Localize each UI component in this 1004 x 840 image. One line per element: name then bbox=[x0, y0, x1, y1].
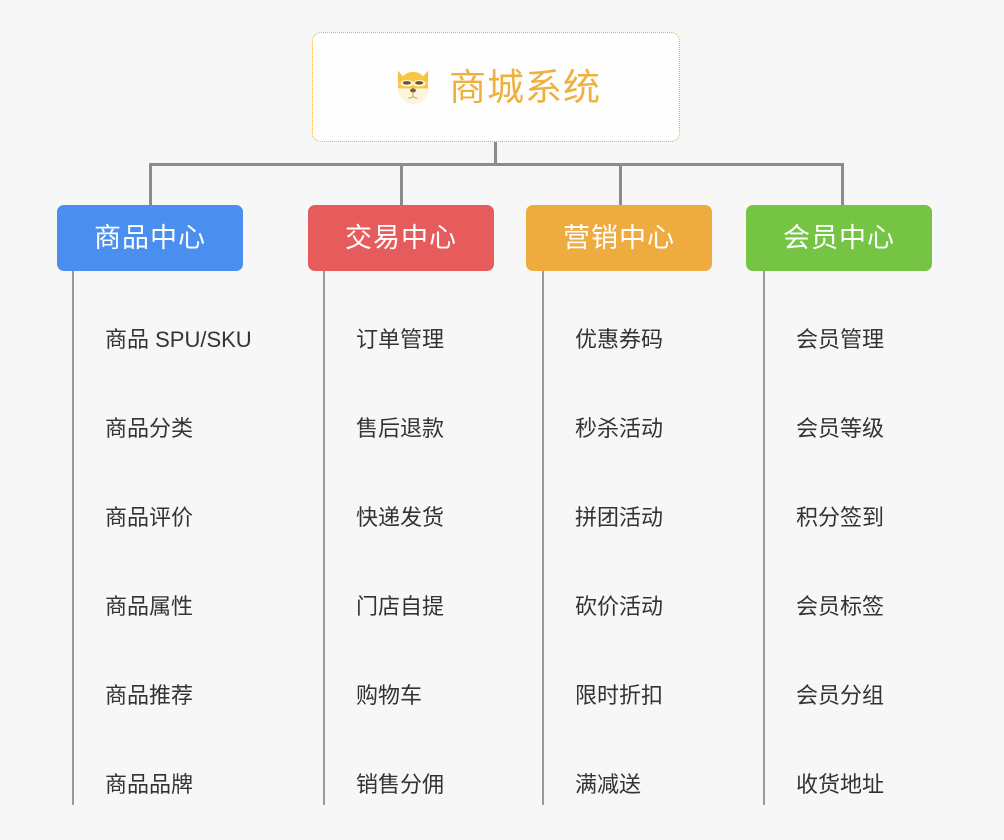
branch-label: 会员中心 bbox=[783, 222, 895, 253]
leaf-item[interactable]: 会员管理 bbox=[763, 271, 915, 360]
branch-label: 商品中心 bbox=[94, 222, 206, 253]
connector-drop-2 bbox=[400, 163, 403, 205]
leaf-item[interactable]: 售后退款 bbox=[323, 360, 478, 449]
root-title: 商城系统 bbox=[449, 66, 601, 108]
leaf-item[interactable]: 销售分佣 bbox=[323, 716, 478, 805]
leaf-label: 会员管理 bbox=[796, 327, 885, 352]
leaf-item[interactable]: 收货地址 bbox=[763, 716, 915, 805]
connector-drop-3 bbox=[619, 163, 622, 205]
leaf-item[interactable]: 限时折扣 bbox=[542, 627, 695, 716]
branch-label: 交易中心 bbox=[345, 222, 457, 253]
leaf-item[interactable]: 会员分组 bbox=[763, 627, 915, 716]
leaf-label: 会员分组 bbox=[796, 683, 885, 708]
leaf-item[interactable]: 商品 SPU/SKU bbox=[72, 271, 279, 360]
leaf-label: 秒杀活动 bbox=[575, 416, 664, 441]
leaf-label: 收货地址 bbox=[796, 772, 885, 797]
branch-node-product-center[interactable]: 商品中心 bbox=[57, 205, 243, 271]
connector-drop-4 bbox=[841, 163, 844, 205]
connector-drop-1 bbox=[149, 163, 152, 205]
leaf-trunk bbox=[542, 271, 544, 805]
leaf-label: 满减送 bbox=[575, 772, 642, 797]
branch-label: 营销中心 bbox=[563, 222, 675, 253]
leaf-item[interactable]: 商品品牌 bbox=[72, 716, 232, 805]
leaf-label: 门店自提 bbox=[356, 594, 445, 619]
leaf-item[interactable]: 商品分类 bbox=[72, 360, 232, 449]
leaf-label: 销售分佣 bbox=[356, 772, 445, 797]
branch-node-member-center[interactable]: 会员中心 bbox=[746, 205, 932, 271]
leaf-column-marketing-center: 优惠券码 秒杀活动 拼团活动 砍价活动 限时折扣 满减送 bbox=[542, 271, 695, 805]
leaf-label: 砍价活动 bbox=[575, 594, 664, 619]
leaf-label: 优惠券码 bbox=[575, 327, 664, 352]
leaf-item[interactable]: 积分签到 bbox=[763, 449, 915, 538]
leaf-item[interactable]: 拼团活动 bbox=[542, 449, 695, 538]
leaf-item[interactable]: 订单管理 bbox=[323, 271, 478, 360]
leaf-label: 限时折扣 bbox=[575, 683, 664, 708]
leaf-item[interactable]: 会员等级 bbox=[763, 360, 915, 449]
leaf-column-trade-center: 订单管理 售后退款 快递发货 门店自提 购物车 销售分佣 bbox=[323, 271, 478, 805]
leaf-item[interactable]: 优惠券码 bbox=[542, 271, 695, 360]
leaf-item[interactable]: 商品推荐 bbox=[72, 627, 232, 716]
leaf-trunk bbox=[72, 271, 74, 805]
leaf-label: 售后退款 bbox=[356, 416, 445, 441]
leaf-item[interactable]: 满减送 bbox=[542, 716, 673, 805]
leaf-item[interactable]: 会员标签 bbox=[763, 538, 915, 627]
leaf-item[interactable]: 快递发货 bbox=[323, 449, 478, 538]
leaf-label: 会员等级 bbox=[796, 416, 885, 441]
root-node[interactable]: 商城系统 bbox=[312, 32, 680, 142]
leaf-item[interactable]: 门店自提 bbox=[323, 538, 478, 627]
leaf-item[interactable]: 商品属性 bbox=[72, 538, 232, 627]
leaf-label: 订单管理 bbox=[356, 327, 445, 352]
leaf-item[interactable]: 商品评价 bbox=[72, 449, 232, 538]
leaf-label: 会员标签 bbox=[796, 594, 885, 619]
leaf-label: 商品品牌 bbox=[105, 772, 194, 797]
leaf-item[interactable]: 砍价活动 bbox=[542, 538, 695, 627]
leaf-trunk bbox=[763, 271, 765, 805]
leaf-item[interactable]: 秒杀活动 bbox=[542, 360, 695, 449]
leaf-item[interactable]: 购物车 bbox=[323, 627, 456, 716]
connector-root-stem bbox=[494, 142, 497, 166]
leaf-column-product-center: 商品 SPU/SKU 商品分类 商品评价 商品属性 商品推荐 商品品牌 bbox=[72, 271, 279, 805]
leaf-label: 商品评价 bbox=[105, 505, 194, 530]
leaf-label: 商品属性 bbox=[105, 594, 194, 619]
leaf-column-member-center: 会员管理 会员等级 积分签到 会员标签 会员分组 收货地址 bbox=[763, 271, 915, 805]
branch-node-marketing-center[interactable]: 营销中心 bbox=[526, 205, 712, 271]
leaf-label: 购物车 bbox=[356, 683, 423, 708]
connector-horizontal-bus bbox=[149, 163, 844, 166]
leaf-label: 拼团活动 bbox=[575, 505, 664, 530]
leaf-trunk bbox=[323, 271, 325, 805]
leaf-label: 快递发货 bbox=[356, 505, 445, 530]
leaf-label: 商品分类 bbox=[105, 416, 194, 441]
leaf-label: 商品推荐 bbox=[105, 683, 194, 708]
branch-node-trade-center[interactable]: 交易中心 bbox=[308, 205, 494, 271]
leaf-label: 商品 SPU/SKU bbox=[105, 327, 252, 352]
leaf-label: 积分签到 bbox=[796, 505, 885, 530]
shiba-dog-face-icon bbox=[391, 65, 435, 109]
